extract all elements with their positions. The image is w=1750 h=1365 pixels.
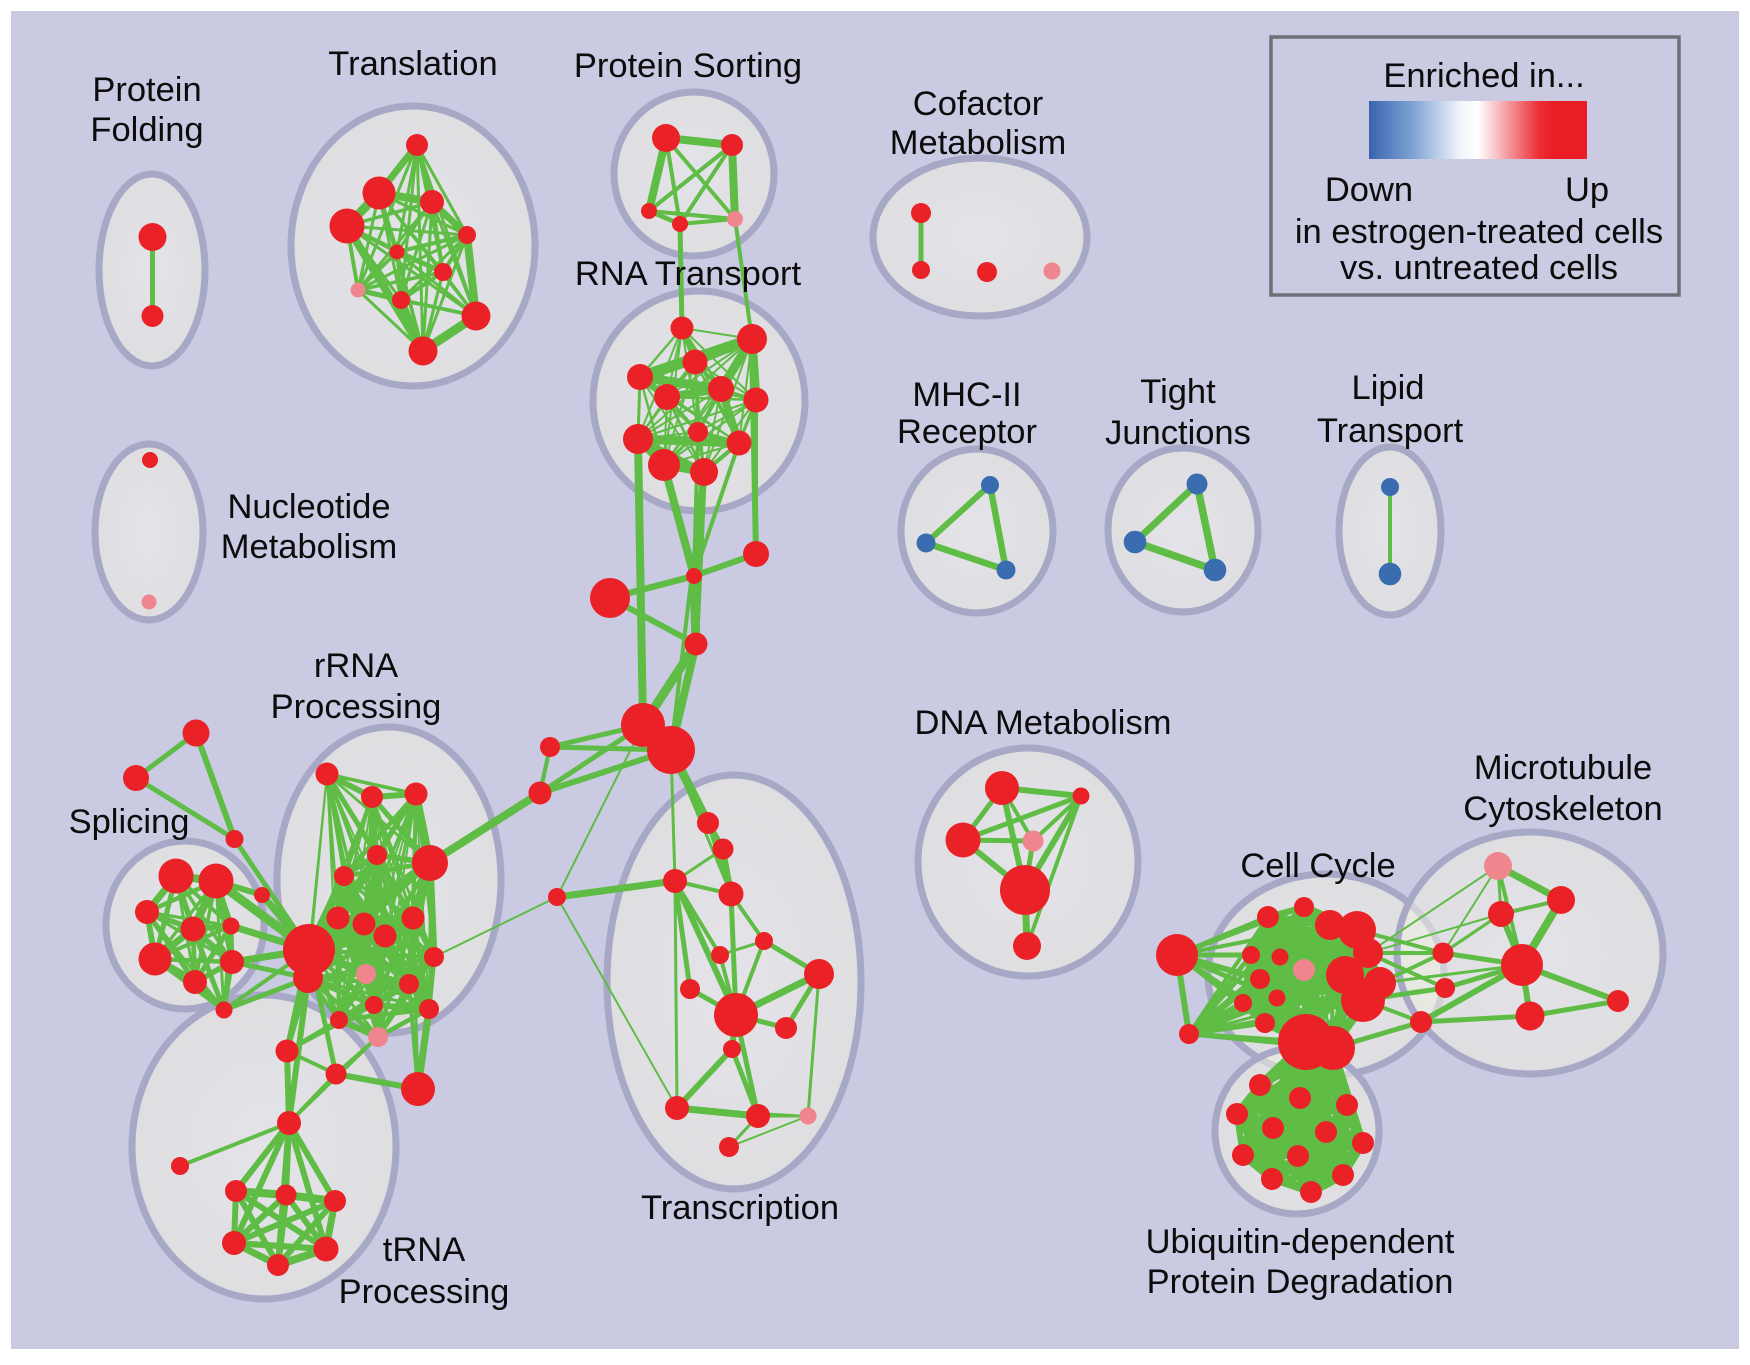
svg-text:Ubiquitin-dependent: Ubiquitin-dependent — [1146, 1223, 1455, 1261]
svg-text:Protein: Protein — [92, 71, 201, 109]
svg-text:Folding: Folding — [90, 111, 203, 149]
svg-text:rRNA: rRNA — [314, 647, 398, 685]
svg-text:Protein Degradation: Protein Degradation — [1147, 1263, 1454, 1301]
svg-text:Transport: Transport — [1317, 412, 1464, 450]
svg-text:in estrogen-treated cells: in estrogen-treated cells — [1295, 213, 1663, 251]
svg-text:Microtubule: Microtubule — [1474, 749, 1652, 787]
svg-text:Tight: Tight — [1140, 373, 1216, 411]
svg-text:Protein Sorting: Protein Sorting — [574, 47, 802, 85]
svg-text:Nucleotide: Nucleotide — [227, 488, 390, 526]
svg-text:DNA Metabolism: DNA Metabolism — [915, 704, 1172, 742]
svg-text:vs. untreated cells: vs. untreated cells — [1340, 249, 1618, 287]
svg-text:Lipid: Lipid — [1352, 369, 1425, 407]
svg-text:Junctions: Junctions — [1105, 414, 1251, 452]
svg-text:Processing: Processing — [271, 688, 442, 726]
svg-text:Cofactor: Cofactor — [913, 85, 1043, 123]
svg-text:Processing: Processing — [339, 1273, 510, 1311]
svg-text:RNA Transport: RNA Transport — [575, 255, 802, 293]
svg-text:Transcription: Transcription — [641, 1189, 839, 1227]
svg-text:Receptor: Receptor — [897, 413, 1037, 451]
svg-text:tRNA: tRNA — [383, 1231, 465, 1269]
svg-text:Down: Down — [1325, 171, 1413, 209]
svg-text:Splicing: Splicing — [69, 803, 190, 841]
svg-text:Translation: Translation — [328, 45, 497, 83]
svg-text:Cytoskeleton: Cytoskeleton — [1463, 790, 1662, 828]
svg-text:Metabolism: Metabolism — [890, 124, 1066, 162]
svg-text:Up: Up — [1565, 171, 1609, 209]
svg-text:MHC-II: MHC-II — [912, 376, 1021, 414]
svg-text:Cell Cycle: Cell Cycle — [1240, 847, 1395, 885]
svg-text:Metabolism: Metabolism — [221, 528, 397, 566]
svg-text:Enriched in...: Enriched in... — [1383, 57, 1584, 95]
